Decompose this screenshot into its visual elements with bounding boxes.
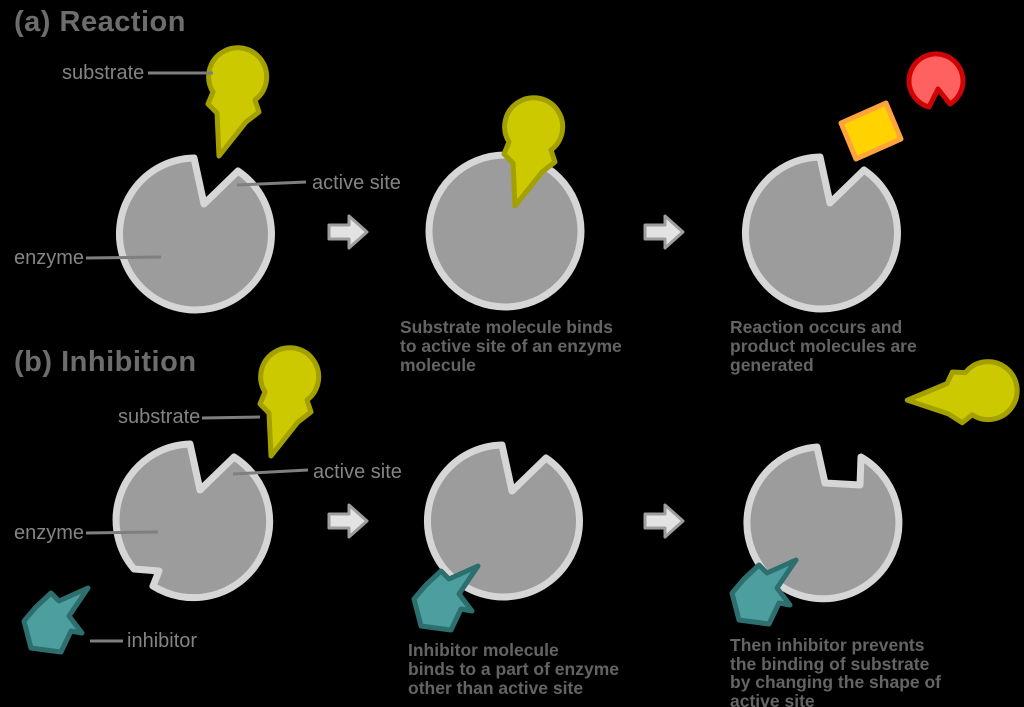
active-site-pointer-line-a <box>236 180 307 187</box>
step-arrow-a1-icon <box>327 214 369 250</box>
enzyme-label-a: enzyme <box>14 247 85 269</box>
substrate-pointer-line-b <box>201 415 261 420</box>
caption-reaction-occurs: Reaction occurs and product molecules ar… <box>730 317 917 375</box>
product-round-icon <box>909 54 963 107</box>
inhibitor-icon-b1 <box>24 588 88 652</box>
caption-inhibitor-binds: Inhibitor molecule binds to a part of en… <box>408 640 619 698</box>
enzyme-icon-a1 <box>119 158 271 310</box>
active-site-label-a: active site <box>312 172 401 194</box>
substrate-label-b: substrate <box>118 406 201 428</box>
step-arrow-a2-icon <box>643 214 685 250</box>
inhibitor-label-b: inhibitor <box>127 630 198 652</box>
substrate-icon-b3 <box>904 353 1024 445</box>
enzyme-pointer-line-b <box>85 530 159 535</box>
caption-inhibitor-prevents: Then inhibitor prevents the binding of s… <box>730 635 941 707</box>
enzyme-icon-a3 <box>745 157 897 309</box>
enzyme-label-b: enzyme <box>14 522 85 544</box>
product-diamond-icon <box>841 103 901 159</box>
substrate-icon-b1 <box>260 348 319 456</box>
enzyme-icon-a2 <box>429 155 581 307</box>
step-arrow-b1-icon <box>327 503 369 539</box>
step-arrow-b2-icon <box>643 503 685 539</box>
inhibitor-icon-b2 <box>414 566 478 630</box>
section-a-heading: (a) Reaction <box>14 6 186 38</box>
enzyme-icon-b2 <box>427 445 579 597</box>
caption-substrate-binds: Substrate molecule binds to active site … <box>400 317 622 375</box>
substrate-label-a: substrate <box>62 62 145 84</box>
substrate-icon-a1 <box>208 48 267 156</box>
enzyme-icon-b1 <box>116 444 270 598</box>
section-b-heading: (b) Inhibition <box>14 346 197 378</box>
active-site-pointer-line-b <box>232 468 309 476</box>
enzyme-pointer-line-a <box>85 255 162 260</box>
active-site-label-b: active site <box>313 461 402 483</box>
